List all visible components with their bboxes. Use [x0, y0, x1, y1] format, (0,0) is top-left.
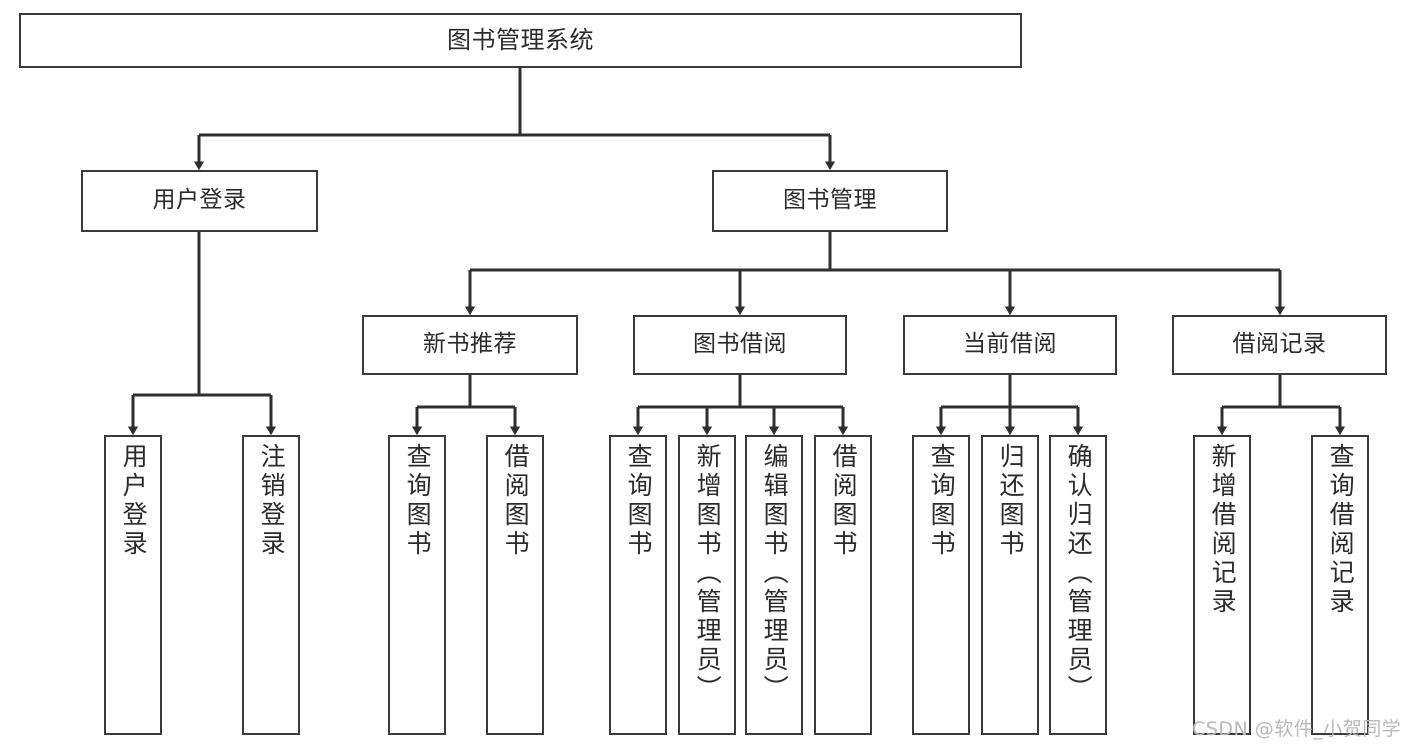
node-label: 用户登录	[119, 443, 149, 559]
leaf-newbook-borrow-book[interactable]: 借阅图书	[486, 435, 544, 735]
node-label: 归还图书	[996, 443, 1026, 559]
leaf-newbook-query-book[interactable]: 查询图书	[388, 435, 446, 735]
leaf-current-confirm-return-admin[interactable]: 确认归还（管理员）	[1049, 435, 1107, 735]
leaf-records-query-record[interactable]: 查询借阅记录	[1311, 435, 1369, 735]
node-label: 借阅记录	[1232, 331, 1327, 358]
node-label: 用户登录	[152, 187, 247, 214]
node-borrow-records[interactable]: 借阅记录	[1172, 315, 1387, 375]
node-label: 新增图书（管理员）	[693, 443, 723, 704]
node-label: 编辑图书（管理员）	[760, 443, 790, 704]
node-label: 新增借阅记录	[1208, 443, 1238, 617]
leaf-current-return-book[interactable]: 归还图书	[981, 435, 1039, 735]
node-label: 查询图书	[403, 443, 433, 559]
leaf-user-logout[interactable]: 注销登录	[242, 435, 300, 735]
node-label: 查询图书	[927, 443, 957, 559]
leaf-borrow-borrow-book[interactable]: 借阅图书	[814, 435, 872, 735]
leaf-borrow-edit-book-admin[interactable]: 编辑图书（管理员）	[745, 435, 803, 735]
node-label: 借阅图书	[501, 443, 531, 559]
node-label: 图书管理	[783, 187, 877, 214]
node-current-borrow[interactable]: 当前借阅	[903, 315, 1117, 375]
node-label: 查询借阅记录	[1326, 443, 1356, 617]
node-user-login[interactable]: 用户登录	[81, 170, 318, 232]
leaf-records-add-record[interactable]: 新增借阅记录	[1193, 435, 1251, 735]
leaf-borrow-add-book-admin[interactable]: 新增图书（管理员）	[678, 435, 736, 735]
node-root[interactable]: 图书管理系统	[19, 13, 1022, 68]
leaf-user-login[interactable]: 用户登录	[104, 435, 162, 735]
node-label: 借阅图书	[829, 443, 859, 559]
node-label: 新书推荐	[423, 331, 517, 358]
node-book-borrow[interactable]: 图书借阅	[633, 315, 847, 375]
node-label: 查询图书	[624, 443, 654, 559]
node-label: 图书管理系统	[447, 26, 594, 55]
leaf-current-query-book[interactable]: 查询图书	[912, 435, 970, 735]
csdn-watermark: CSDN @软件_小贺同学	[1192, 718, 1402, 740]
node-new-book-recommend[interactable]: 新书推荐	[362, 315, 578, 375]
node-label: 确认归还（管理员）	[1064, 443, 1094, 704]
node-book-management[interactable]: 图书管理	[712, 170, 948, 232]
leaf-borrow-query-book[interactable]: 查询图书	[609, 435, 667, 735]
node-label: 注销登录	[257, 443, 287, 559]
node-label: 图书借阅	[693, 331, 787, 358]
node-label: 当前借阅	[963, 331, 1057, 358]
